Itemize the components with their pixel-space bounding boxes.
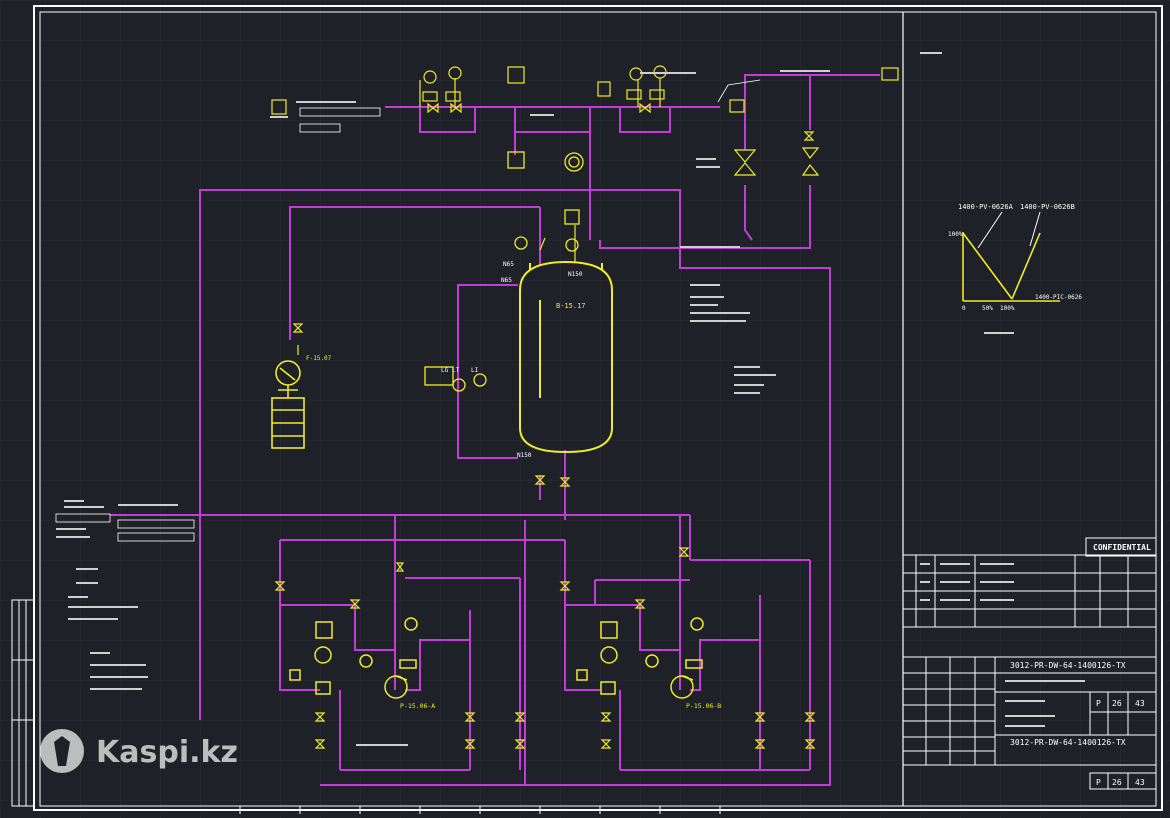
watermark: Kaspi.kz [40,729,238,773]
level-gauge-label: LG [441,367,449,374]
level-indicator-label: LI [471,367,479,374]
pump-a-tag: P-15.06-A [400,702,435,710]
title-block-marks [920,563,1085,727]
split-range-controller: 1400-PIC-0626 [1035,294,1082,301]
footer-sheet-cell: 26 [1112,778,1122,787]
sheet-cell: 26 [1112,699,1122,708]
split-range-valve-a: 1400-PV-0626A [958,203,1014,211]
vessel-nozzle-top-left: N65 [501,277,512,284]
level-gauges [424,366,487,392]
filter-tag: F-15.07 [306,355,332,362]
line-valves [274,131,816,749]
instrument-lines [297,78,661,355]
split-range-x0: 0 [962,305,966,312]
split-range-leaders [977,211,1041,249]
level-transmitter-label: LT [452,367,460,374]
split-range-x1: 50% [982,305,993,312]
watermark-text: Kaspi.kz [96,735,238,770]
vessel-top-instruments [507,151,584,252]
vessel-tag: B-15.17 [556,302,586,310]
pump-b-tag: P-15.06-B [686,702,721,710]
vessel-nozzle-bottom: N150 [517,452,532,459]
title-block [902,537,1157,790]
vessel-nozzle-top-right: N150 [568,271,583,278]
doc-number-top: 3012-PR-DW-64-1400126-TX [1010,661,1126,670]
confidential-label: CONFIDENTIAL [1093,543,1151,552]
vessel [519,260,613,454]
pump-b [576,617,704,699]
binding-strip [11,599,35,807]
split-range-x2: 100% [1000,305,1015,312]
split-range-y-label: 100% [948,231,963,238]
footer-sheets-cell: 43 [1135,778,1145,787]
doc-number-bottom: 3012-PR-DW-64-1400126-TX [1010,738,1126,747]
filter-unit [271,360,305,449]
pump-a [289,617,418,699]
sheets-cell: 43 [1135,699,1145,708]
split-range-valve-b: 1400-PV-0626B [1020,203,1075,211]
split-range-diagram [962,232,1060,302]
stage-cell: P [1096,699,1101,708]
scale-ticks [239,806,721,814]
annotation-marks [56,52,1014,746]
footer-stage-cell: P [1096,778,1101,787]
vessel-nozzle-left: N65 [503,261,514,268]
process-piping [110,74,880,786]
top-line-labels [55,79,761,542]
